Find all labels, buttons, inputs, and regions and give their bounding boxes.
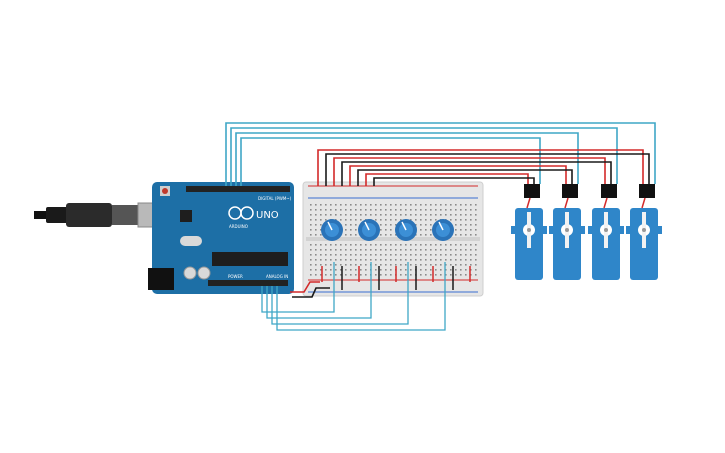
power-jack xyxy=(148,268,174,290)
capacitor xyxy=(197,266,211,280)
analog-header xyxy=(208,280,288,286)
potentiometer[interactable] xyxy=(321,219,343,241)
power-label: POWER xyxy=(228,274,243,279)
arduino-logo-icon xyxy=(228,206,254,220)
servo-motor[interactable] xyxy=(626,184,662,280)
usb-chip xyxy=(180,210,192,222)
potentiometer[interactable] xyxy=(358,219,380,241)
arduino-board[interactable]: UNO ARDUINO DIGITAL (PWM~) POWER ANALOG … xyxy=(148,182,294,294)
servo-motor[interactable] xyxy=(511,184,547,280)
potentiometer[interactable] xyxy=(395,219,417,241)
microcontroller-chip xyxy=(212,252,288,266)
board-brand: ARDUINO xyxy=(229,224,248,229)
analog-label: ANALOG IN xyxy=(266,274,288,279)
board-model: UNO xyxy=(256,210,279,221)
breadboard-jumpers xyxy=(321,266,471,290)
breadboard[interactable] xyxy=(302,181,484,297)
digital-label: DIGITAL (PWM~) xyxy=(258,196,292,201)
analog-wires[interactable] xyxy=(261,262,446,331)
digital-header xyxy=(186,186,290,192)
crystal xyxy=(180,236,202,246)
usb-cable[interactable] xyxy=(34,202,173,228)
servo-motor[interactable] xyxy=(588,184,624,280)
servo-motor[interactable] xyxy=(549,184,585,280)
potentiometer[interactable] xyxy=(432,219,454,241)
power-wires[interactable] xyxy=(290,149,650,298)
capacitor xyxy=(183,266,197,280)
